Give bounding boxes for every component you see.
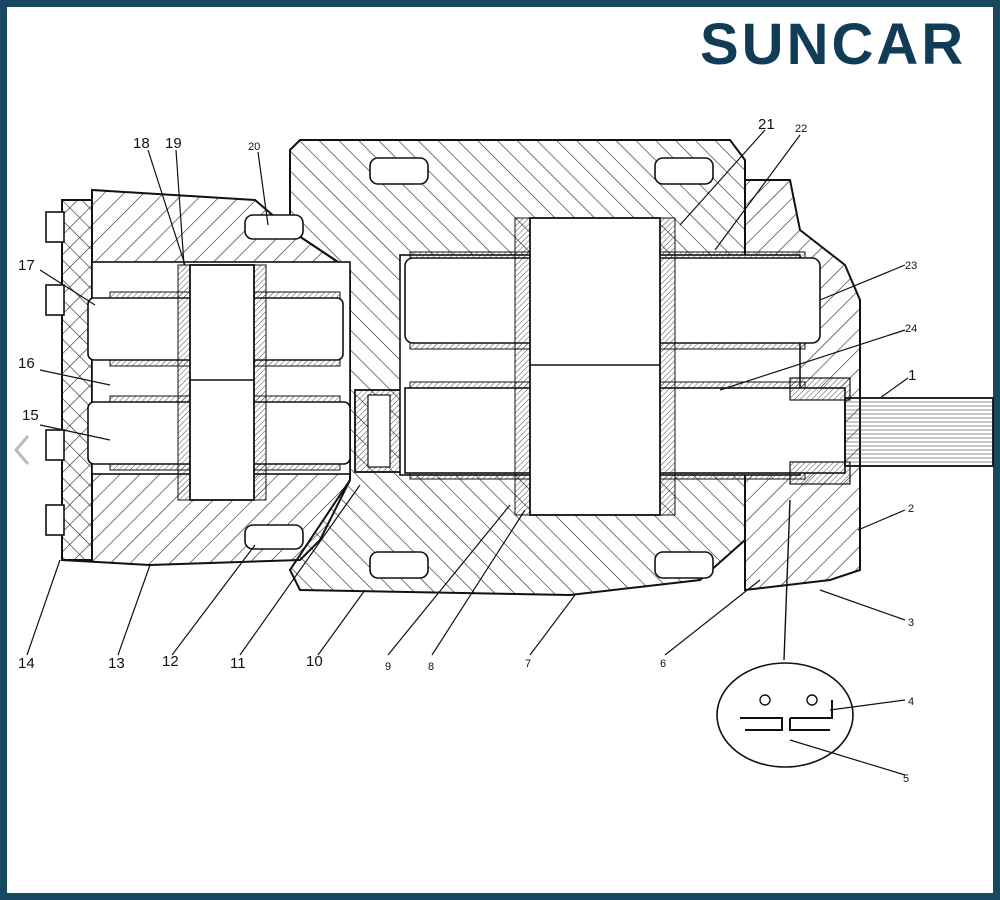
callout-9: 9 <box>385 661 391 673</box>
callout-3: 3 <box>908 617 914 629</box>
callout-23: 23 <box>905 260 917 272</box>
callout-labels: 1 2 3 4 5 6 7 8 9 10 11 12 13 14 15 16 1… <box>18 116 917 785</box>
callout-12: 12 <box>162 653 179 670</box>
callout-14: 14 <box>18 655 35 672</box>
callout-20: 20 <box>248 141 260 153</box>
end-plate <box>45 199 93 561</box>
callout-17: 17 <box>18 257 35 274</box>
callout-18: 18 <box>133 135 150 152</box>
callout-22: 22 <box>795 123 807 135</box>
callout-11: 11 <box>230 655 246 672</box>
callout-16: 16 <box>18 355 35 372</box>
dowel-pins <box>244 157 714 579</box>
callout-2: 2 <box>908 503 914 515</box>
callout-4: 4 <box>908 696 914 708</box>
input-shaft <box>844 397 994 467</box>
callout-10: 10 <box>306 653 323 670</box>
callout-6: 6 <box>660 658 666 670</box>
callout-15: 15 <box>22 407 39 424</box>
leader-lines <box>26 129 909 776</box>
front-gear-section <box>399 217 851 516</box>
shaft-coupling <box>354 389 404 473</box>
callout-1: 1 <box>908 367 916 384</box>
callout-13: 13 <box>108 655 125 672</box>
seal-detail-inset <box>716 499 854 768</box>
rear-gear-section <box>87 261 351 501</box>
logo-text: SUNCAR <box>700 12 967 77</box>
suncar-logo: SUNCAR <box>700 10 990 80</box>
callout-7: 7 <box>525 658 531 670</box>
callout-8: 8 <box>428 661 434 673</box>
chevron-left-icon[interactable] <box>8 430 38 470</box>
callout-5: 5 <box>903 773 909 785</box>
callout-24: 24 <box>905 323 917 335</box>
callout-19: 19 <box>165 135 182 152</box>
callout-21: 21 <box>758 116 775 133</box>
